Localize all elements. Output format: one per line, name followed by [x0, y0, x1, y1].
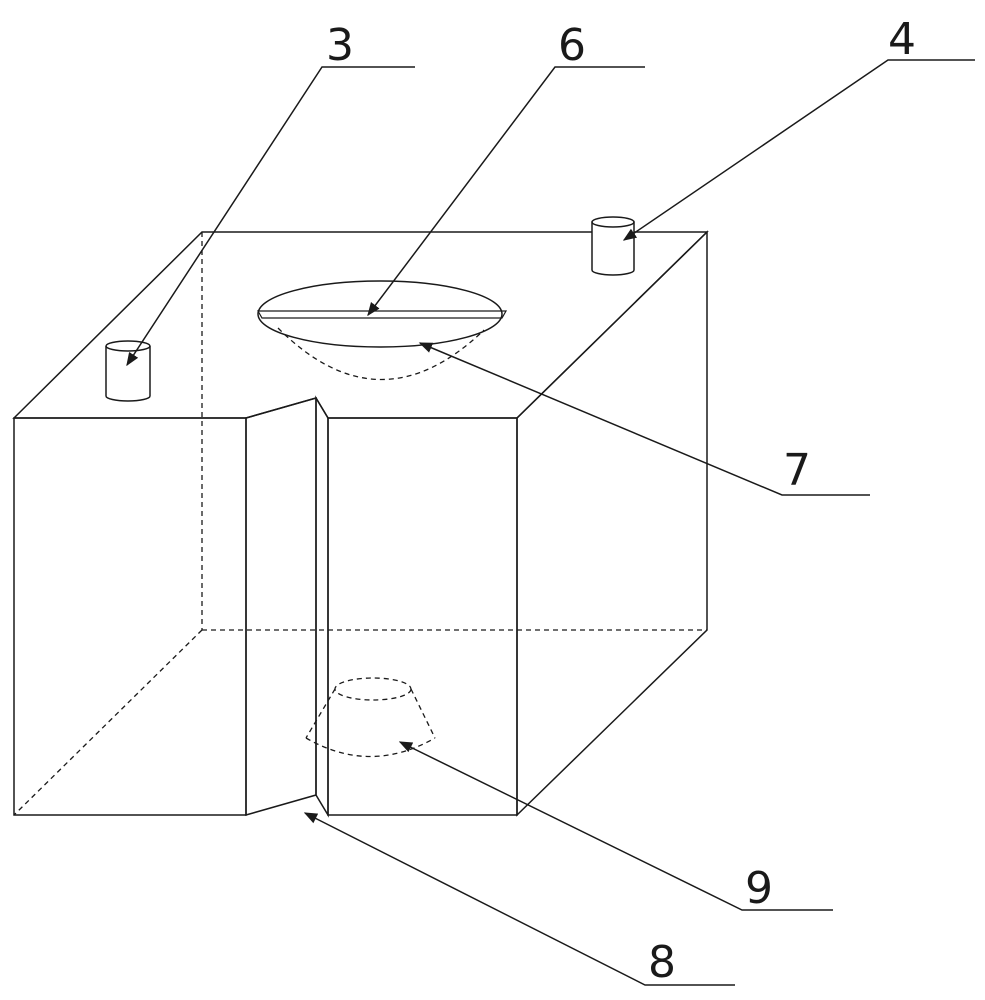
callout-8: 8	[648, 937, 676, 988]
callout-7: 7	[783, 445, 811, 496]
front-right-panel	[327, 417, 518, 816]
callout-9: 9	[745, 863, 773, 914]
folded-slot	[245, 395, 329, 818]
cylinder-4	[591, 216, 635, 276]
frustum-9	[305, 677, 436, 758]
front-left-panel	[13, 417, 247, 816]
right-side-face	[516, 230, 708, 817]
leaders	[126, 59, 975, 986]
callout-3: 3	[326, 20, 354, 71]
callout-4: 4	[888, 14, 916, 65]
callout-6: 6	[558, 20, 586, 71]
cylinder-3	[105, 340, 151, 402]
lid-opening	[256, 280, 508, 381]
hidden-edges	[13, 232, 707, 816]
